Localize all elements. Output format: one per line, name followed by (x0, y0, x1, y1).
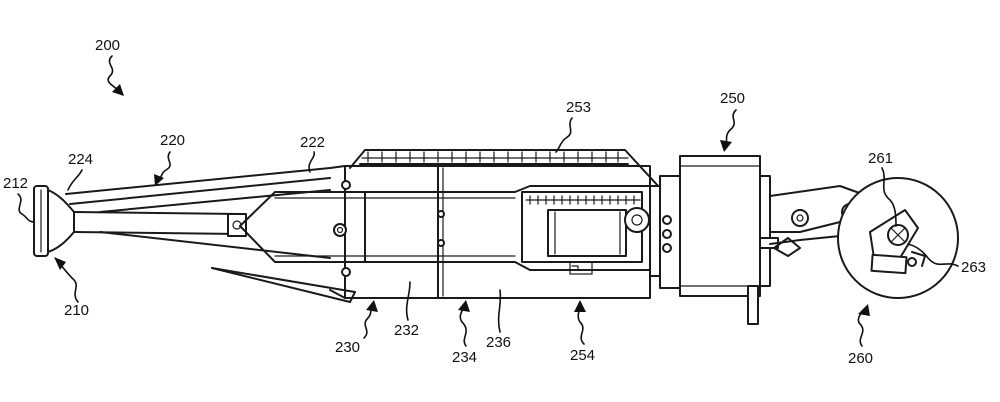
label-222: 222 (300, 134, 325, 151)
label-263: 263 (961, 259, 986, 276)
label-232: 232 (394, 322, 419, 339)
wheel (837, 177, 959, 299)
label-230: 230 (335, 339, 360, 356)
label-260: 260 (848, 350, 873, 367)
label-200: 200 (95, 37, 120, 54)
main-body (239, 149, 661, 299)
gear-rack-teeth (361, 151, 629, 163)
label-253: 253 (566, 99, 591, 116)
drive-gearbox (521, 191, 650, 275)
label-250: 250 (720, 90, 745, 107)
end-cap (33, 185, 75, 257)
reference-labels: 200 212 224 220 222 210 230 232 234 236 (3, 37, 986, 367)
collar-housing (649, 155, 779, 325)
label-224: 224 (68, 151, 93, 168)
label-236: 236 (486, 334, 511, 351)
upper-arm (65, 167, 331, 259)
label-254: 254 (570, 347, 595, 364)
label-234: 234 (452, 349, 477, 366)
label-261: 261 (868, 150, 893, 167)
lower-blade (211, 267, 356, 303)
label-220: 220 (160, 132, 185, 149)
label-210: 210 (64, 302, 89, 319)
label-212: 212 (3, 175, 28, 192)
